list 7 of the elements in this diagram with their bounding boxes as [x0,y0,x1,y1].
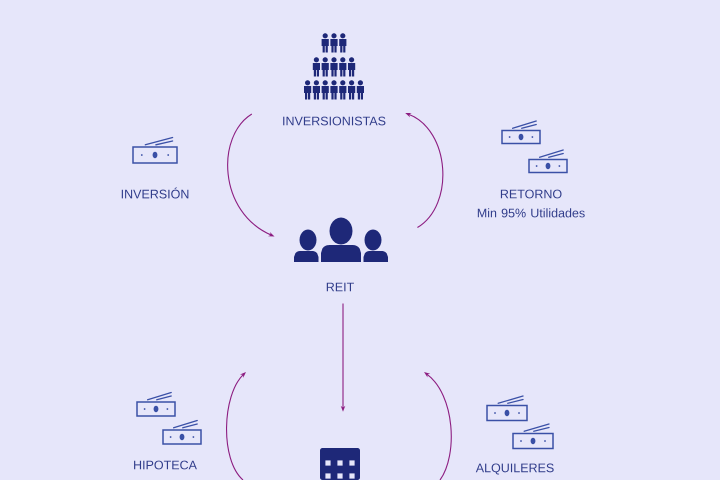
node-label: INVERSIONISTAS [283,116,386,126]
building-icon [320,448,360,480]
flow-label: INVERSIÓN [122,188,188,198]
node-label: REIT [326,282,354,292]
flow-label: ALQUILERES [476,463,554,475]
flow-label: HIPOTECA [134,460,197,470]
flow-label: RETORNO Min 95% Utilidades [478,190,585,218]
